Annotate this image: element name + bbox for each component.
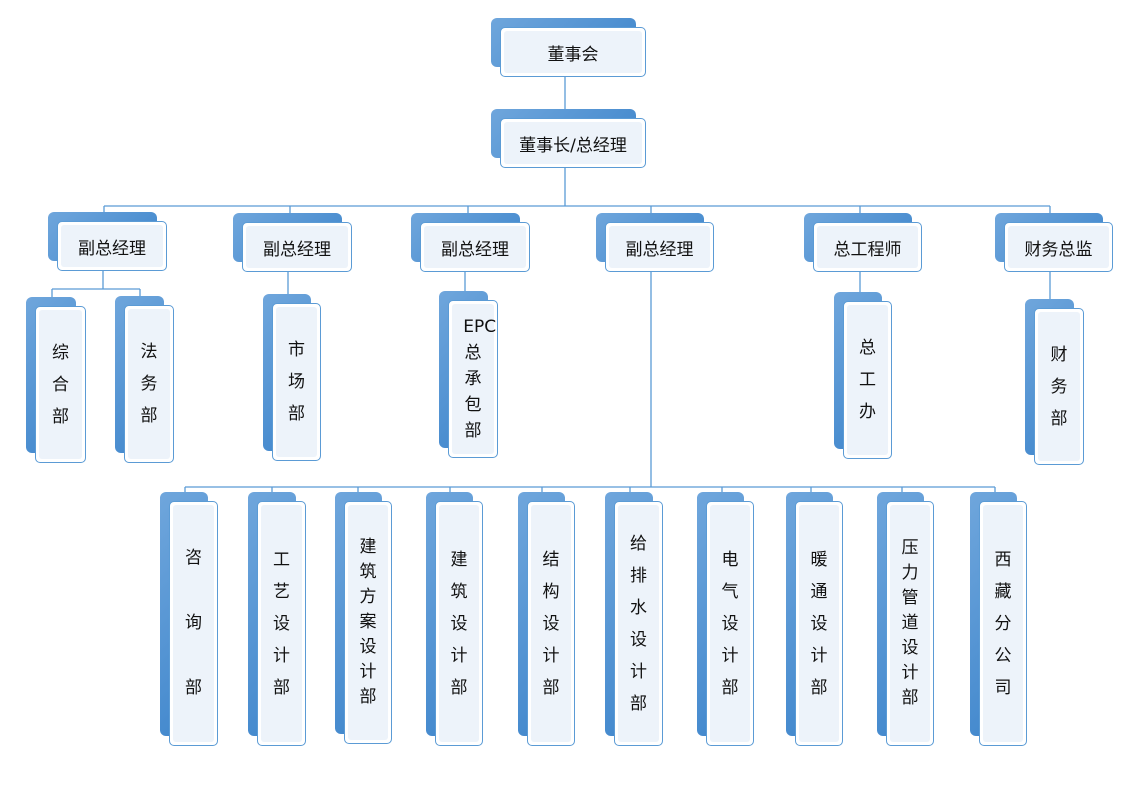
node-label: 暖通设计部 <box>810 549 828 698</box>
node-label: 董事会 <box>547 44 599 65</box>
node-box: 结构设计部 <box>527 501 575 746</box>
node-box: 市场部 <box>272 303 321 461</box>
node-label: 总工程师 <box>833 239 902 260</box>
node-label: 建筑设计部 <box>450 549 468 698</box>
node-label: 工艺设计部 <box>272 549 290 698</box>
node-box: 财务总监 <box>1004 222 1113 272</box>
node-label: 财务部 <box>1050 344 1068 429</box>
node-label: 综合部 <box>51 342 69 427</box>
node-box: 财务部 <box>1034 308 1084 465</box>
node-box: 副总经理 <box>605 222 714 272</box>
node-box: 董事会 <box>500 27 646 77</box>
node-label: 董事长/总经理 <box>519 135 627 156</box>
node-box: 董事长/总经理 <box>500 118 646 168</box>
node-box: 工艺设计部 <box>257 501 306 746</box>
node-label: 副总经理 <box>263 239 331 260</box>
node-label: 副总经理 <box>625 239 694 260</box>
node-box: EPC总承包部 <box>448 300 498 458</box>
node-box: 综合部 <box>35 306 86 463</box>
node-label: 财务总监 <box>1024 239 1093 260</box>
node-box: 法务部 <box>124 305 174 463</box>
node-box: 电气设计部 <box>706 501 754 746</box>
node-label: 建筑方案设计部 <box>359 537 377 707</box>
node-box: 建筑方案设计部 <box>344 501 392 744</box>
node-box: 副总经理 <box>242 222 352 272</box>
node-label: 副总经理 <box>441 239 509 260</box>
node-label: 法务部 <box>140 342 158 426</box>
node-box: 总工办 <box>843 301 892 459</box>
node-box: 暖通设计部 <box>795 501 843 746</box>
node-label: 电气设计部 <box>721 549 739 698</box>
node-label: 咨询部 <box>184 548 202 698</box>
node-box: 西藏分公司 <box>979 501 1027 746</box>
node-label: 总工办 <box>858 338 876 422</box>
node-box: 总工程师 <box>813 222 922 272</box>
node-label: 市场部 <box>287 340 305 424</box>
node-label: 压力管道设计部 <box>901 538 919 708</box>
node-box: 给排水设计部 <box>614 501 663 746</box>
node-box: 副总经理 <box>420 222 530 272</box>
node-label: 副总经理 <box>78 238 146 259</box>
node-label: 西藏分公司 <box>994 549 1012 698</box>
node-box: 压力管道设计部 <box>886 501 934 746</box>
node-label: 给排水设计部 <box>629 533 647 714</box>
node-box: 副总经理 <box>57 221 167 271</box>
node-box: 建筑设计部 <box>435 501 483 746</box>
node-label: 结构设计部 <box>542 549 560 698</box>
node-label: EPC总承包部 <box>463 317 497 441</box>
node-box: 咨询部 <box>169 501 218 746</box>
